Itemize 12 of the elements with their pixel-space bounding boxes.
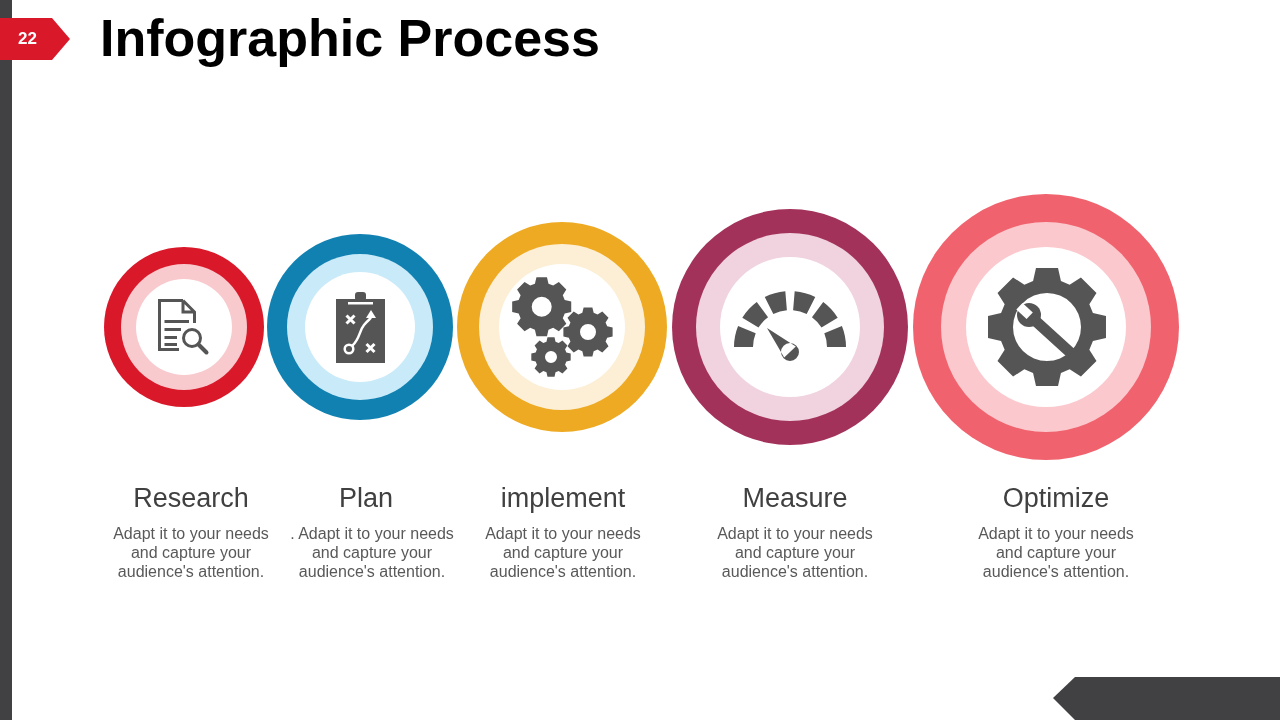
- step-title: Research: [133, 482, 249, 514]
- step-description: Adapt it to your needs and capture your audience's attention.: [112, 524, 270, 581]
- step-title: Plan: [339, 482, 393, 514]
- page-number-badge: 22: [0, 18, 70, 60]
- step-title: Measure: [742, 482, 848, 514]
- step-description: Adapt it to your needs and capture your audience's attention.: [484, 524, 642, 581]
- step-description: Adapt it to your needs and capture your audience's attention.: [977, 524, 1135, 581]
- slide-title: Infographic Process: [100, 8, 600, 69]
- step-description: Adapt it to your needs and capture your audience's attention.: [716, 524, 874, 581]
- step-description: . Adapt it to your needs and capture your audience's attention.: [290, 524, 454, 581]
- step-title: implement: [500, 482, 626, 514]
- step-title: Optimize: [1002, 482, 1110, 514]
